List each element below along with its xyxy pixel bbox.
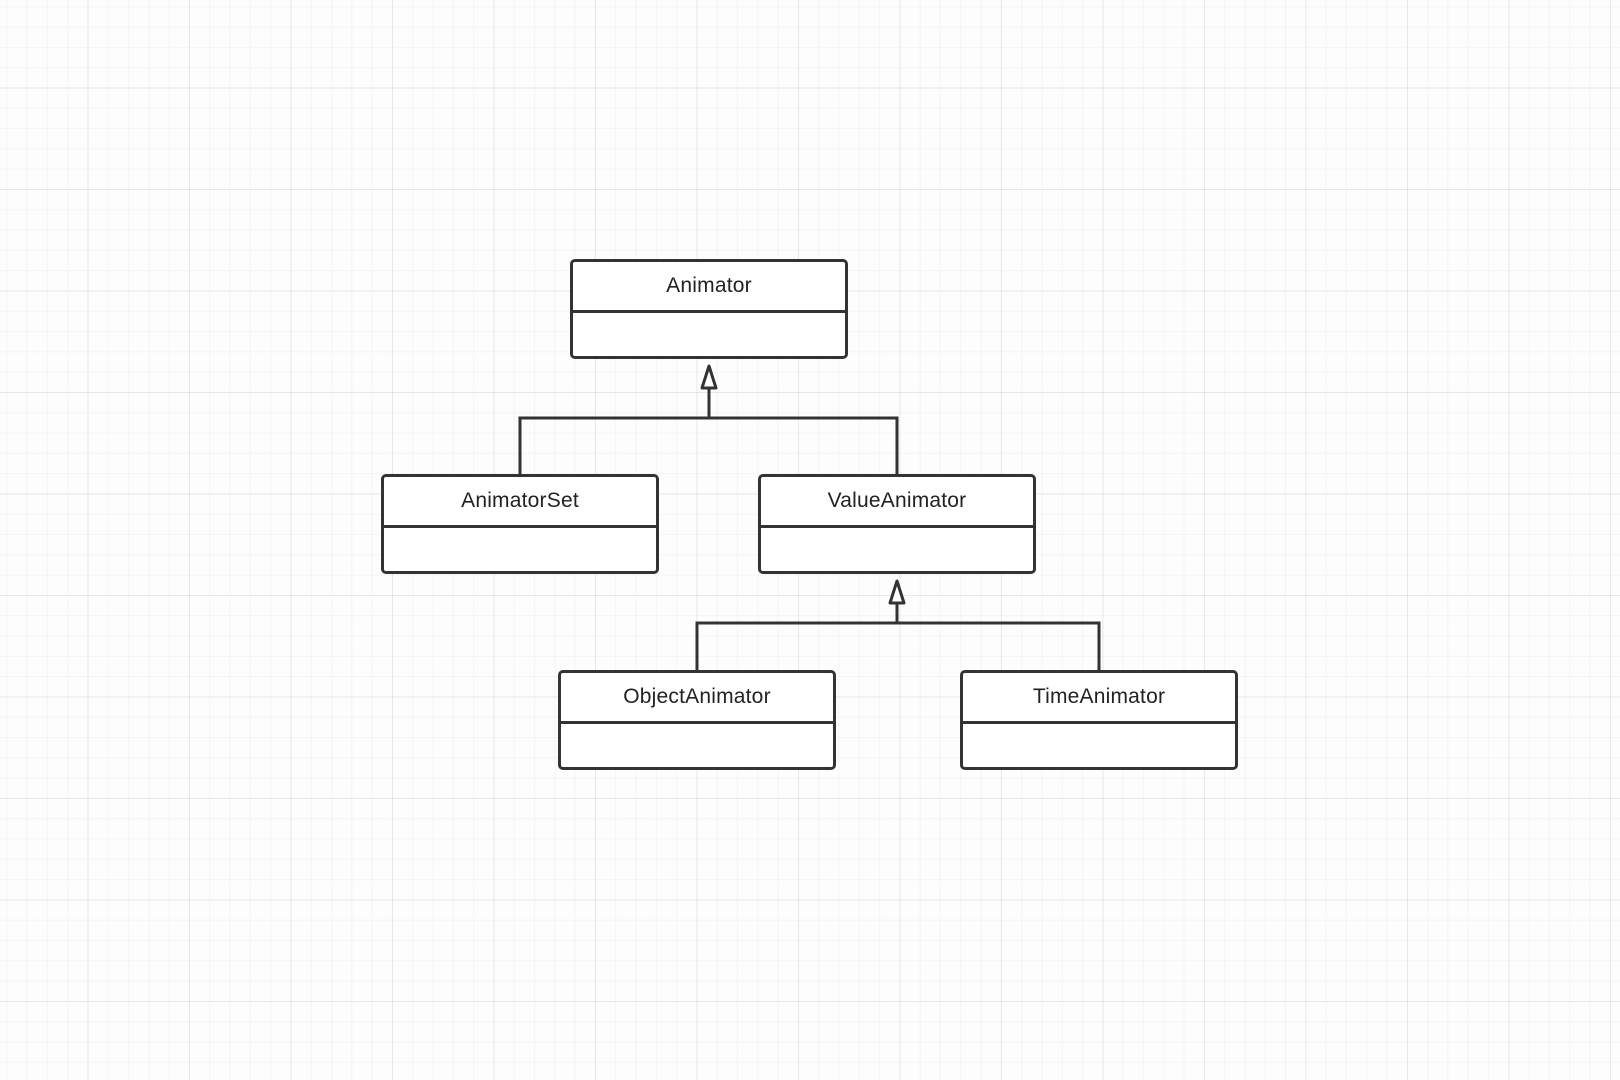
edge-timeanimator-to-valueanimator: [897, 621, 1101, 670]
class-box-animatorset[interactable]: AnimatorSet: [381, 474, 659, 574]
class-body-objectanimator: [561, 724, 833, 767]
class-box-animator[interactable]: Animator: [570, 259, 848, 359]
class-box-objectanimator[interactable]: ObjectAnimator: [558, 670, 836, 770]
class-name-valueanimator: ValueAnimator: [761, 477, 1033, 528]
class-body-timeanimator: [963, 724, 1235, 767]
class-name-animator: Animator: [573, 262, 845, 313]
class-body-animator: [573, 313, 845, 356]
class-body-valueanimator: [761, 528, 1033, 571]
class-body-animatorset: [384, 528, 656, 571]
edge-animatorset-to-animator: [518, 416, 709, 474]
class-name-animatorset: AnimatorSet: [384, 477, 656, 528]
class-box-timeanimator[interactable]: TimeAnimator: [960, 670, 1238, 770]
inheritance-arrowhead-animator: [700, 364, 718, 390]
edge-valueanimator-to-animator: [709, 416, 899, 474]
class-name-timeanimator: TimeAnimator: [963, 673, 1235, 724]
class-box-valueanimator[interactable]: ValueAnimator: [758, 474, 1036, 574]
edge-objectanimator-to-valueanimator: [695, 621, 897, 670]
inheritance-arrowhead-valueanimator: [888, 579, 906, 605]
class-name-objectanimator: ObjectAnimator: [561, 673, 833, 724]
